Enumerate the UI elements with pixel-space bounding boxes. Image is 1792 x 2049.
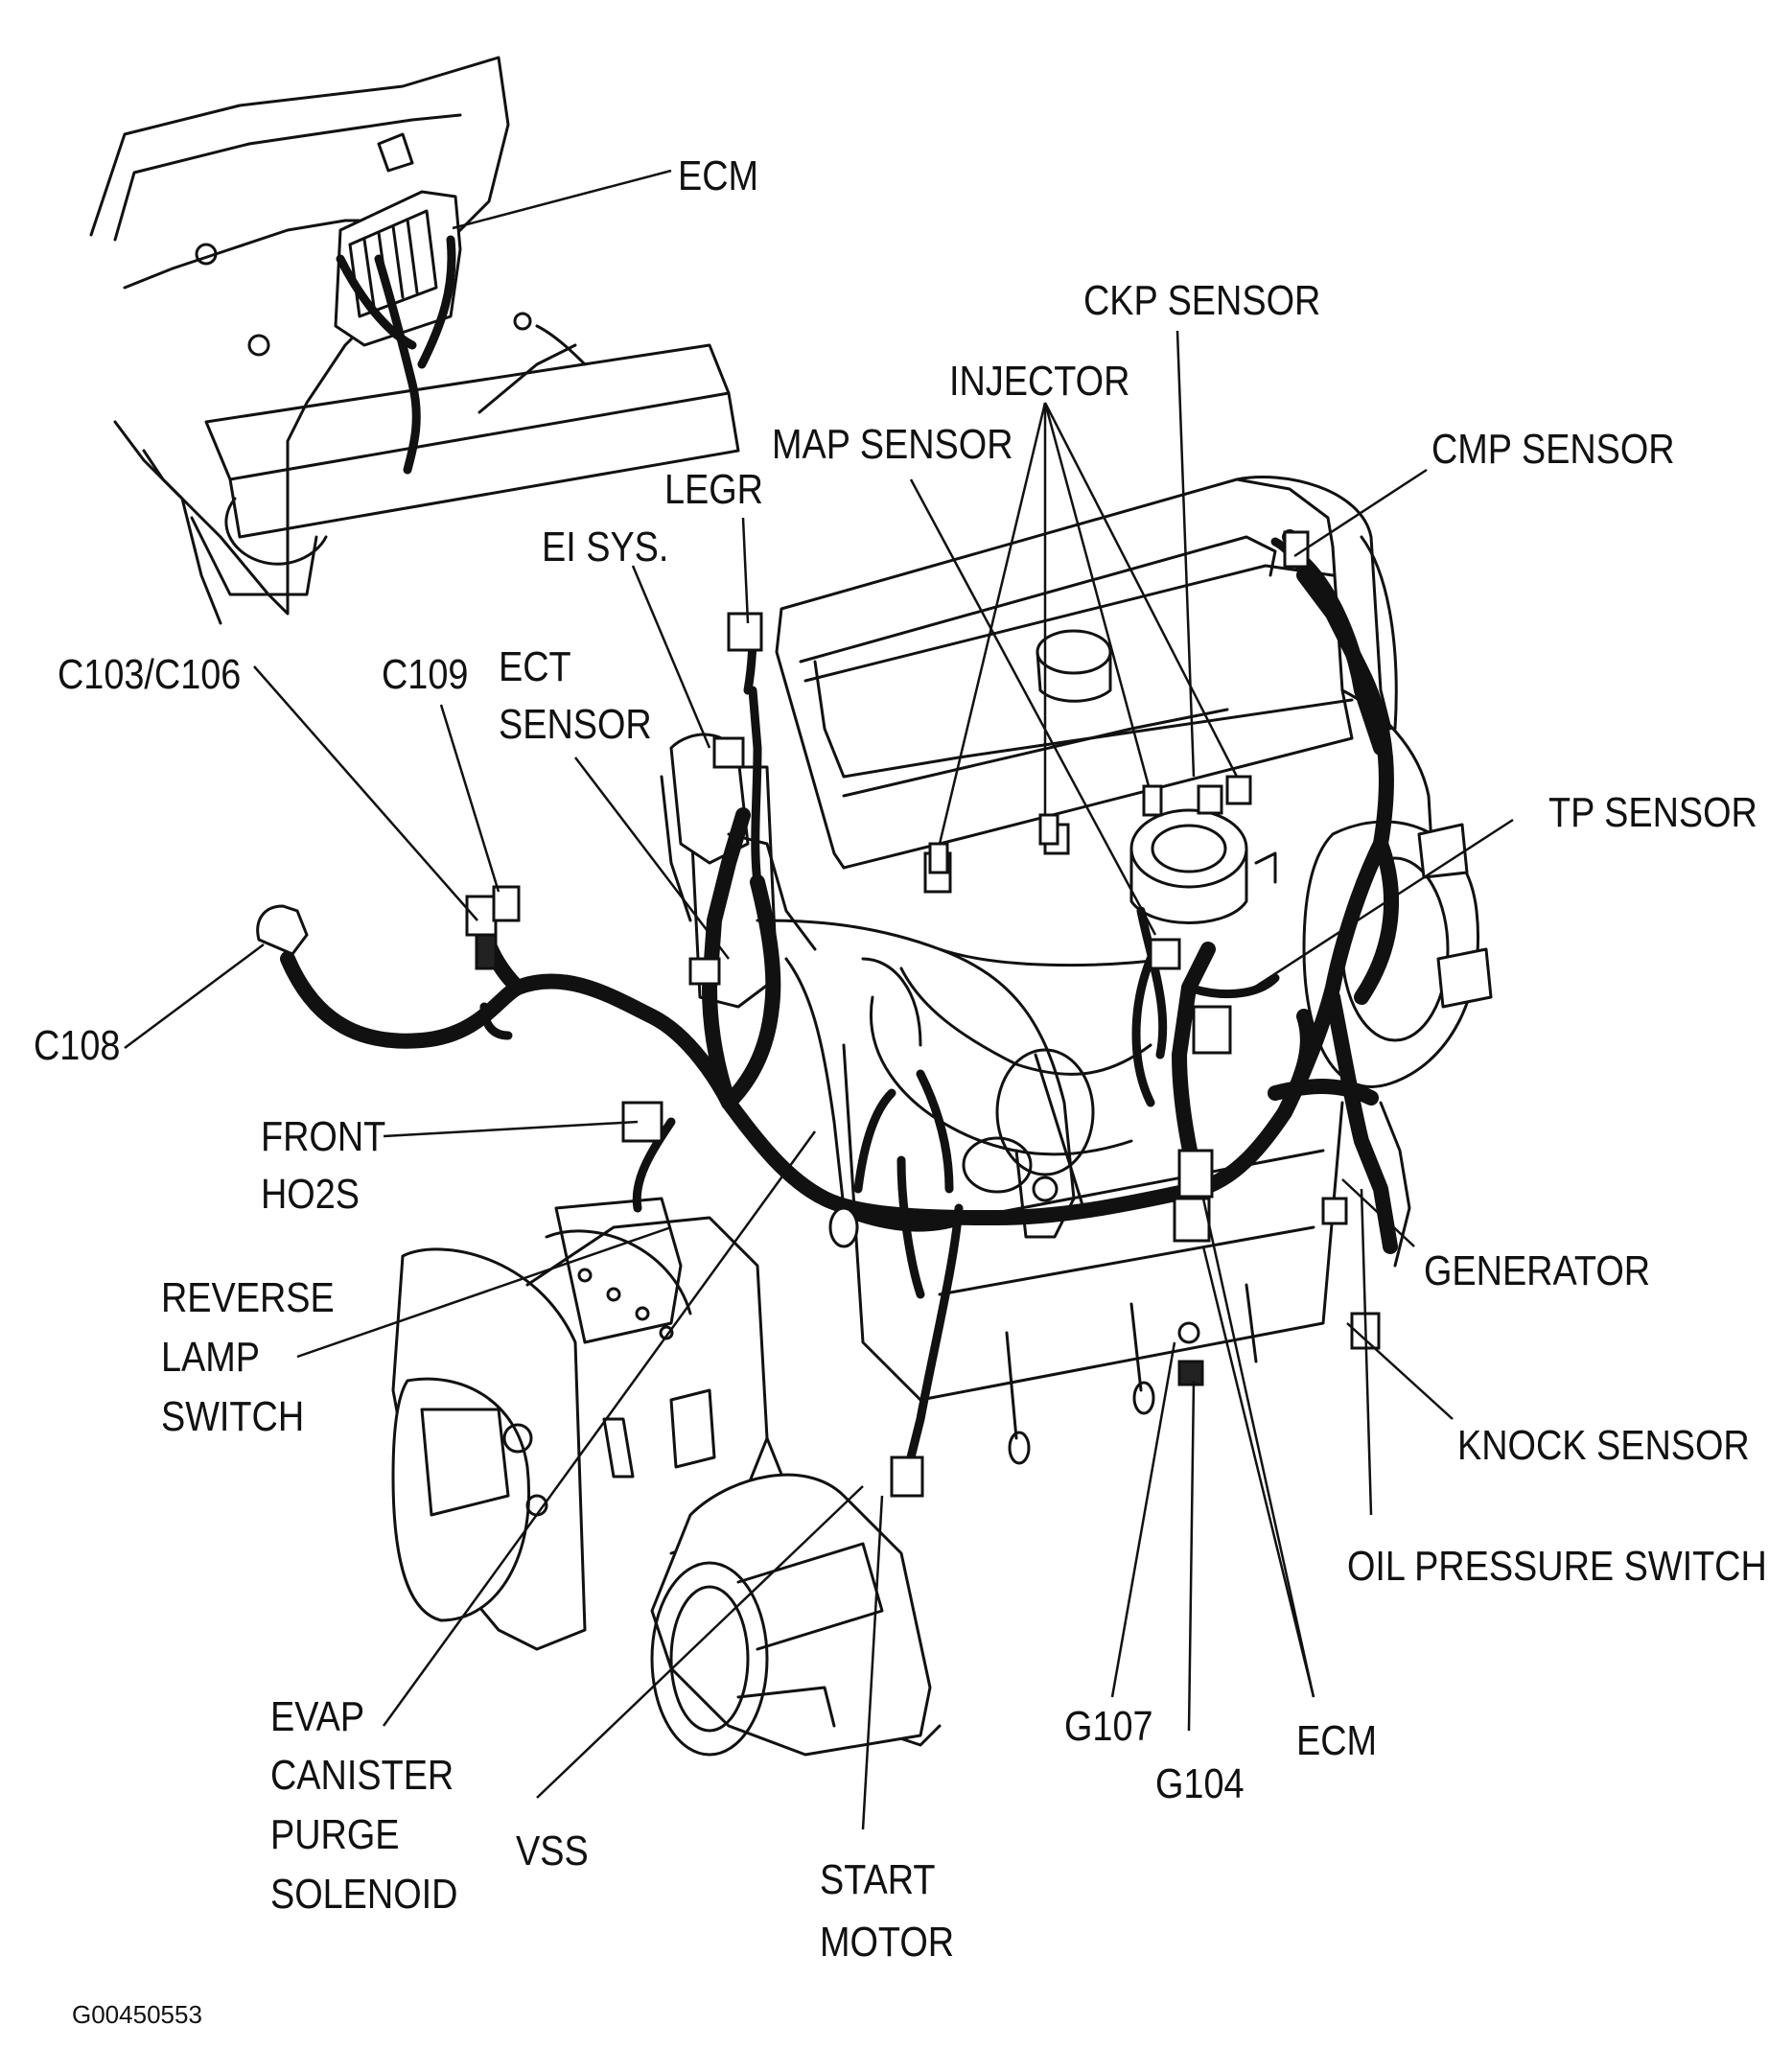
- label-reverse-lamp-line2: LAMP: [161, 1333, 260, 1380]
- label-evap-line2: CANISTER: [270, 1751, 454, 1798]
- label-front-ho2s-line1: FRONT: [261, 1112, 385, 1159]
- label-g107: G107: [1064, 1702, 1153, 1749]
- label-knock-sensor: KNOCK SENSOR: [1457, 1421, 1750, 1468]
- label-g104: G104: [1155, 1759, 1245, 1806]
- label-legr: LEGR: [664, 465, 763, 512]
- label-ecm-bottom: ECM: [1296, 1716, 1377, 1763]
- label-c108: C108: [34, 1021, 120, 1068]
- label-start-motor-line1: START: [820, 1855, 935, 1902]
- label-oil-pressure-switch: OIL PRESSURE SWITCH: [1347, 1542, 1767, 1589]
- label-evap-line3: PURGE: [270, 1810, 400, 1857]
- engine-block-drawing: [391, 476, 1493, 1757]
- label-tp-sensor: TP SENSOR: [1548, 788, 1757, 835]
- label-front-ho2s-line2: HO2S: [261, 1170, 360, 1217]
- label-vss: VSS: [516, 1827, 589, 1874]
- figure-code: G00450553: [72, 2000, 202, 2029]
- ecm-inset-drawing: [89, 56, 740, 625]
- label-ecm-top: ECM: [678, 151, 758, 198]
- label-ect-sensor-line1: ECT: [499, 642, 571, 689]
- label-evap-line4: SOLENOID: [270, 1870, 457, 1917]
- label-map-sensor: MAP SENSOR: [772, 420, 1013, 467]
- label-start-motor-line2: MOTOR: [820, 1918, 954, 1965]
- label-ect-sensor-line2: SENSOR: [499, 700, 652, 747]
- label-evap-line1: EVAP: [270, 1692, 364, 1739]
- label-reverse-lamp-line3: SWITCH: [161, 1392, 304, 1439]
- leader-lines: [124, 169, 1514, 1830]
- label-cmp-sensor: CMP SENSOR: [1431, 425, 1675, 472]
- label-reverse-lamp-line1: REVERSE: [161, 1273, 335, 1320]
- wiring-harness: [256, 529, 1400, 1498]
- callout-labels: ECM CKP SENSOR INJECTOR MAP SENSOR CMP S…: [34, 151, 1767, 2029]
- label-ckp-sensor: CKP SENSOR: [1083, 276, 1320, 323]
- label-generator: GENERATOR: [1424, 1246, 1650, 1293]
- label-c109: C109: [382, 650, 468, 697]
- label-c103-c106: C103/C106: [58, 650, 241, 697]
- label-ei-sys: EI SYS.: [542, 523, 668, 570]
- label-injector: INJECTOR: [949, 357, 1129, 404]
